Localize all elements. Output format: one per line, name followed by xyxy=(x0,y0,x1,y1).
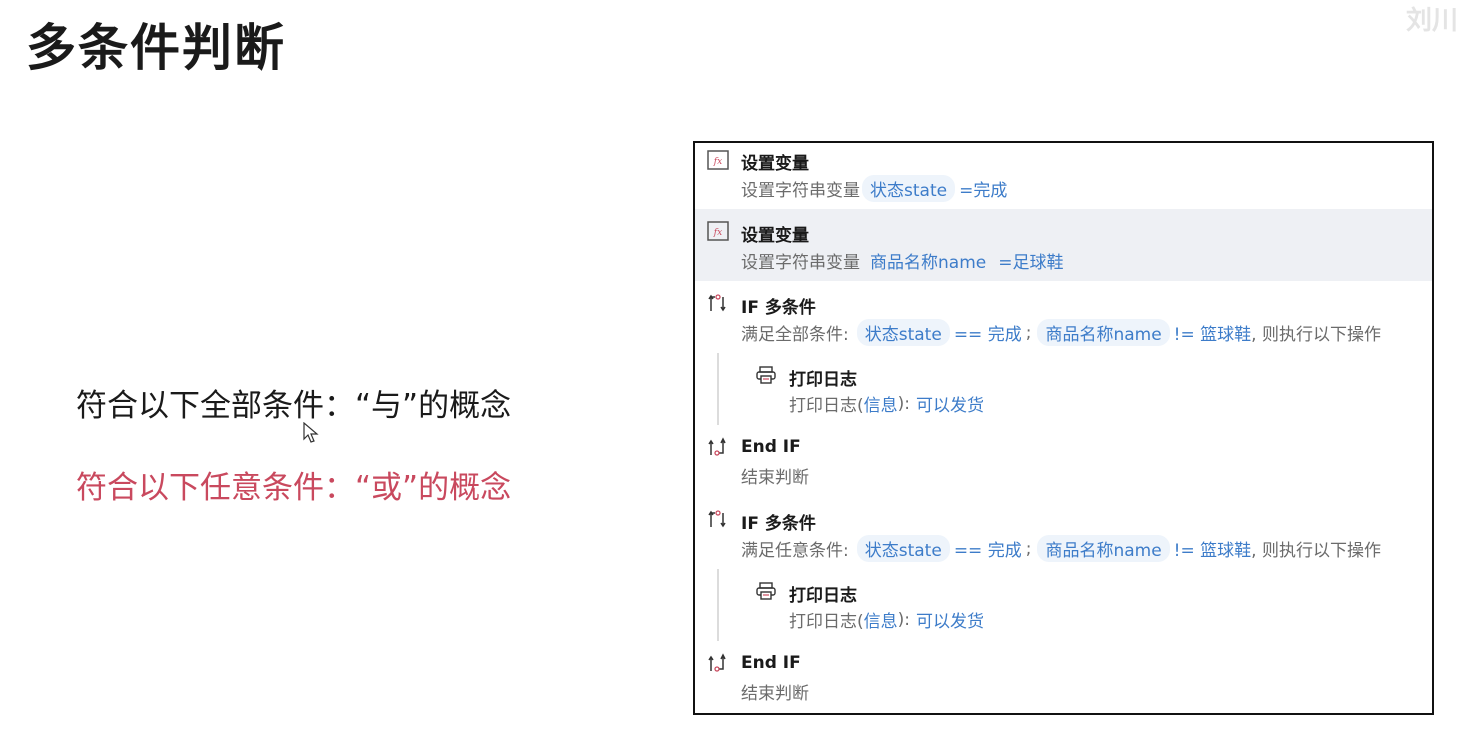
assign-value: =足球鞋 xyxy=(998,253,1064,273)
condition-operator: == 完成 xyxy=(953,541,1022,561)
step-title: 设置变量 xyxy=(741,226,809,246)
end-if-icon xyxy=(708,653,726,672)
if-branch-icon xyxy=(708,510,726,528)
step-title: 打印日志 xyxy=(789,370,857,390)
step-title: 设置变量 xyxy=(741,154,809,174)
log-value: 可以发货 xyxy=(916,396,985,416)
watermark: 刘川 xyxy=(1405,6,1458,36)
param-name: 信息 xyxy=(863,612,898,632)
variable-tag: 商品名称name xyxy=(1037,319,1170,346)
step-description: 打印日志( 信息 ): 可以发货 xyxy=(789,391,985,417)
step-description: 设置字符串变量 商品名称name =足球鞋 xyxy=(741,247,1063,274)
flow-step-print-log-1[interactable]: 打印日志 打印日志( 信息 ): 可以发货 xyxy=(695,353,1432,425)
flow-step-if-all[interactable]: IF 多条件 满足全部条件: 状态state == 完成 ; 商品名称name … xyxy=(695,281,1432,353)
svg-text:fx: fx xyxy=(713,157,722,167)
assign-value: =完成 xyxy=(959,181,1008,201)
desc-suffix: , 则执行以下操作 xyxy=(1251,325,1381,345)
printer-icon xyxy=(756,582,776,600)
condition-separator: ; xyxy=(1025,538,1032,559)
condition-operator: != 篮球鞋 xyxy=(1173,325,1252,345)
variable-tag: 商品名称name xyxy=(1037,535,1170,562)
step-title: IF 多条件 xyxy=(741,298,816,318)
fx-variable-icon: fx xyxy=(707,150,729,170)
page-title: 多条件判断 xyxy=(26,19,286,77)
flow-step-end-if-1[interactable]: End IF 结束判断 xyxy=(695,425,1432,497)
variable-tag: 状态state xyxy=(862,175,956,202)
desc-prefix: 设置字符串变量 xyxy=(741,181,860,201)
variable-tag: 状态state xyxy=(856,535,950,562)
if-branch-icon xyxy=(708,294,726,312)
desc-mid: ): xyxy=(897,393,911,414)
desc-prefix: 打印日志( xyxy=(789,396,864,416)
step-description: 结束判断 xyxy=(741,684,809,704)
step-description: 设置字符串变量 状态state =完成 xyxy=(741,175,1007,202)
desc-prefix: 满足全部条件: xyxy=(741,325,849,345)
fx-variable-icon: fx xyxy=(707,221,729,241)
concept-or-text: 符合以下任意条件：“或”的概念 xyxy=(76,470,512,506)
step-description: 结束判断 xyxy=(741,468,809,488)
flow-step-set-variable-1[interactable]: fx 设置变量 设置字符串变量 状态state =完成 xyxy=(695,143,1432,209)
step-description: 满足全部条件: 状态state == 完成 ; 商品名称name != 篮球鞋 … xyxy=(741,319,1381,346)
desc-prefix: 满足任意条件: xyxy=(741,541,849,561)
printer-icon xyxy=(756,366,776,384)
condition-operator: == 完成 xyxy=(953,325,1022,345)
step-title: 打印日志 xyxy=(789,586,857,606)
desc-prefix: 打印日志( xyxy=(789,612,864,632)
condition-separator: ; xyxy=(1025,322,1032,343)
svg-text:fx: fx xyxy=(713,228,722,238)
flow-step-set-variable-2[interactable]: fx 设置变量 设置字符串变量 商品名称name =足球鞋 xyxy=(695,209,1432,281)
param-name: 信息 xyxy=(863,396,898,416)
step-description: 满足任意条件: 状态state == 完成 ; 商品名称name != 篮球鞋 … xyxy=(741,535,1381,562)
mouse-cursor-icon xyxy=(303,422,319,443)
flow-steps-panel: fx 设置变量 设置字符串变量 状态state =完成 fx 设置变量 设置字符… xyxy=(693,141,1434,715)
concept-and-text: 符合以下全部条件：“与”的概念 xyxy=(76,388,512,424)
variable-tag: 商品名称name xyxy=(870,253,987,273)
branch-indent-line xyxy=(717,353,719,425)
flow-step-print-log-2[interactable]: 打印日志 打印日志( 信息 ): 可以发货 xyxy=(695,569,1432,641)
step-title: End IF xyxy=(741,437,801,457)
log-value: 可以发货 xyxy=(916,612,985,632)
step-title: End IF xyxy=(741,653,801,673)
desc-suffix: , 则执行以下操作 xyxy=(1251,541,1381,561)
step-title: IF 多条件 xyxy=(741,514,816,534)
desc-prefix: 设置字符串变量 xyxy=(741,253,860,273)
flow-step-if-any[interactable]: IF 多条件 满足任意条件: 状态state == 完成 ; 商品名称name … xyxy=(695,497,1432,569)
variable-tag: 状态state xyxy=(856,319,950,346)
flow-step-end-if-2[interactable]: End IF 结束判断 xyxy=(695,641,1432,713)
end-if-icon xyxy=(708,437,726,456)
desc-mid: ): xyxy=(897,609,911,630)
branch-indent-line xyxy=(717,569,719,641)
condition-operator: != 篮球鞋 xyxy=(1173,541,1252,561)
step-description: 打印日志( 信息 ): 可以发货 xyxy=(789,607,985,633)
